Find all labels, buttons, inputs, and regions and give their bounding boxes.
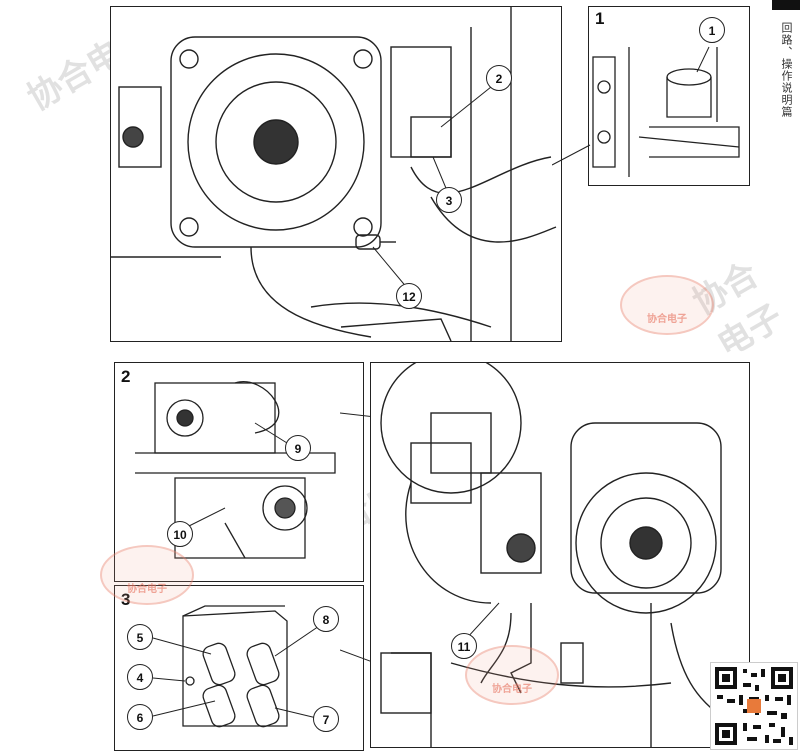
callout-6: 6 [127,704,153,730]
detail-2-drawing [135,381,336,559]
qr-code [710,662,798,750]
detail-3-drawing [152,605,326,728]
callout-1: 1 [699,17,725,43]
connector-line [552,144,591,166]
callout-2: 2 [486,65,512,91]
callout-4: 4 [127,664,153,690]
detail-panel-3: 3 5 8 4 6 7 [114,585,364,751]
watermark-logo: 协合电子 [100,545,194,605]
callout-11: 11 [451,633,477,659]
detail-panel-1: 1 1 [588,6,750,186]
pump-assembly-drawing [111,7,557,341]
section-tab-marker [772,0,800,10]
callout-9: 9 [285,435,311,461]
callout-10: 10 [167,521,193,547]
pump-side-view-drawing [380,363,732,747]
qr-pattern [715,667,793,745]
section-title-vertical: 回路、操作说明篇 [780,22,793,118]
watermark-logo: 协合电子 [465,645,559,705]
callout-3: 3 [436,187,462,213]
detail-1-drawing [592,46,740,177]
callout-7: 7 [313,706,339,732]
callout-5: 5 [127,624,153,650]
callout-8: 8 [313,606,339,632]
bottom-right-diagram-panel: 11 [370,362,750,748]
panel-number: 2 [121,367,131,386]
main-diagram-panel: 2 3 12 [110,6,562,342]
watermark-logo: 协合电子 [620,275,714,335]
panel-number: 1 [595,9,605,28]
callout-12: 12 [396,283,422,309]
